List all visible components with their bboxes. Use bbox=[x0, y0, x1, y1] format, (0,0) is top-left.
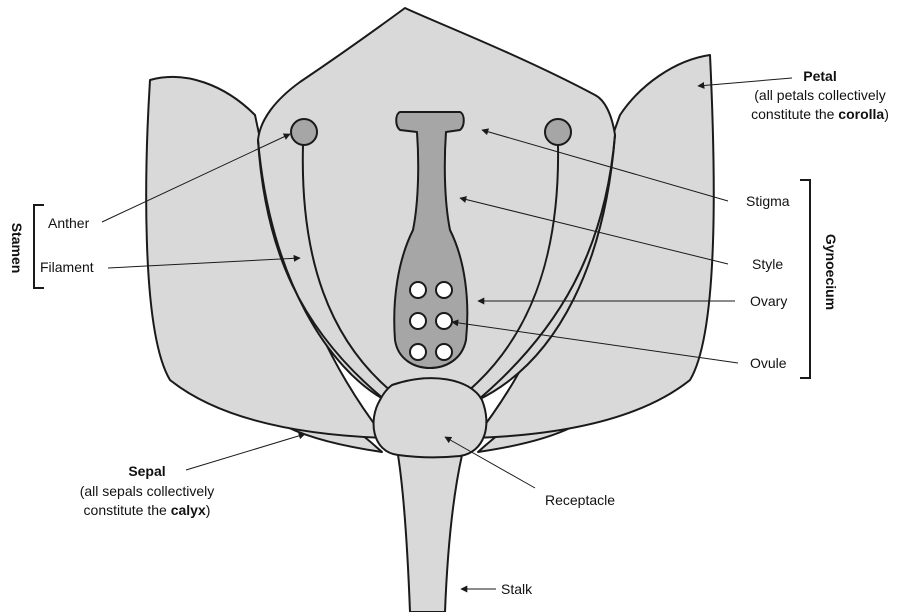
receptacle bbox=[374, 378, 487, 457]
leader-sepal bbox=[186, 434, 305, 470]
sepal-label: Sepal bbox=[128, 463, 165, 479]
stamen-label: Stamen bbox=[9, 223, 25, 274]
ovule bbox=[436, 344, 452, 360]
sepal-note-line2: constitute the calyx) bbox=[84, 502, 211, 518]
ovary-label: Ovary bbox=[750, 293, 787, 309]
petal-note-line2: constitute the corolla) bbox=[751, 106, 889, 122]
petal-note-line1: (all petals collectively bbox=[754, 87, 886, 103]
stamen-bracket bbox=[34, 205, 44, 288]
receptacle-label: Receptacle bbox=[545, 492, 615, 508]
anther-right bbox=[545, 119, 571, 145]
ovule bbox=[410, 282, 426, 298]
ovule-label: Ovule bbox=[750, 355, 787, 371]
filament-label: Filament bbox=[40, 259, 94, 275]
anther-left bbox=[291, 119, 317, 145]
style-label: Style bbox=[752, 256, 783, 272]
ovule bbox=[436, 313, 452, 329]
ovule bbox=[436, 282, 452, 298]
stalk-label: Stalk bbox=[501, 581, 533, 597]
sepal-note-line1: (all sepals collectively bbox=[80, 483, 215, 499]
stalk bbox=[398, 455, 462, 612]
ovule bbox=[410, 313, 426, 329]
gynoecium-bracket bbox=[800, 180, 810, 378]
anther-label: Anther bbox=[48, 215, 90, 231]
gynoecium-label: Gynoecium bbox=[823, 234, 839, 310]
stigma-label: Stigma bbox=[746, 193, 790, 209]
petal-label: Petal bbox=[803, 68, 836, 84]
ovule bbox=[410, 344, 426, 360]
